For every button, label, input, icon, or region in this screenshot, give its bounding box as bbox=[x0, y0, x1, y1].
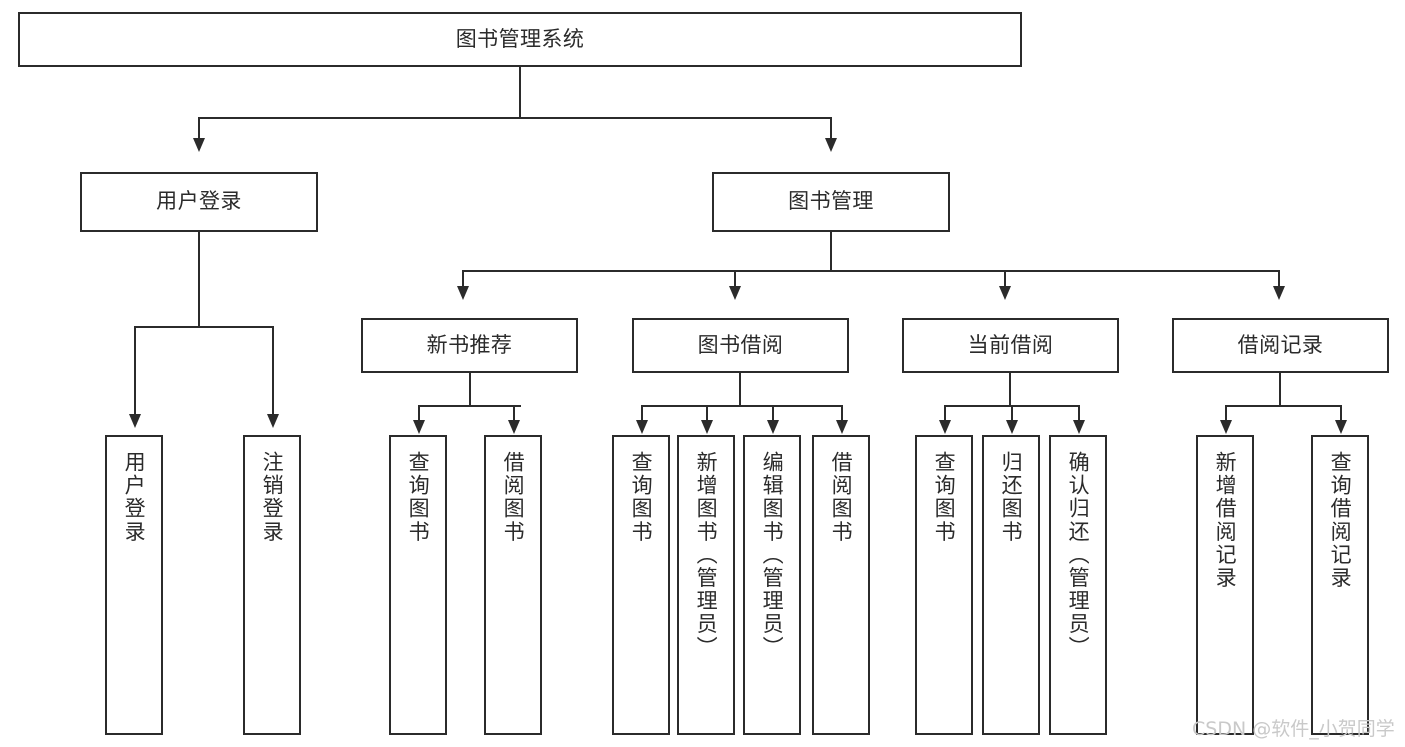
connector-borrow-record-stem bbox=[1279, 373, 1281, 407]
node-current-borrow[interactable]: 当前借阅 bbox=[902, 318, 1119, 373]
arrow-head-down-icon bbox=[939, 420, 951, 434]
node-label: 编辑图书（管理员） bbox=[760, 451, 785, 659]
arrow-head-down-icon bbox=[1335, 420, 1347, 434]
arrow-head-down-icon bbox=[508, 420, 520, 434]
leaf-current-borrow-confirm-return[interactable]: 确认归还（管理员） bbox=[1049, 435, 1107, 735]
connector-book-mgmt-stem bbox=[830, 232, 832, 272]
connector-root-bus bbox=[198, 117, 832, 119]
node-label: 注销登录 bbox=[260, 451, 285, 544]
node-borrow-record[interactable]: 借阅记录 bbox=[1172, 318, 1389, 373]
node-label: 查询图书 bbox=[406, 451, 431, 544]
node-label: 查询图书 bbox=[932, 451, 957, 544]
connector-user-login-drop-2 bbox=[272, 326, 274, 418]
node-label: 确认归还（管理员） bbox=[1066, 451, 1091, 659]
arrow-head-down-icon bbox=[1006, 420, 1018, 434]
connector-book-borrow-drop-1 bbox=[641, 405, 643, 423]
node-book-borrow[interactable]: 图书借阅 bbox=[632, 318, 849, 373]
node-label: 查询图书 bbox=[629, 451, 654, 544]
connector-current-borrow-drop-2 bbox=[1011, 405, 1013, 423]
connector-book-mgmt-drop-1 bbox=[462, 270, 464, 290]
leaf-book-borrow-query[interactable]: 查询图书 bbox=[612, 435, 670, 735]
node-label: 图书借阅 bbox=[697, 332, 784, 357]
node-user-login[interactable]: 用户登录 bbox=[80, 172, 318, 232]
leaf-borrow-record-add[interactable]: 新增借阅记录 bbox=[1196, 435, 1254, 735]
arrow-head-down-icon bbox=[825, 138, 837, 152]
connector-book-borrow-bus bbox=[641, 405, 843, 407]
connector-borrow-record-drop-1 bbox=[1225, 405, 1227, 423]
connector-book-borrow-stem bbox=[739, 373, 741, 407]
leaf-current-borrow-query[interactable]: 查询图书 bbox=[915, 435, 973, 735]
node-label: 新增借阅记录 bbox=[1213, 451, 1238, 590]
connector-book-borrow-drop-4 bbox=[841, 405, 843, 423]
node-label: 图书管理系统 bbox=[455, 26, 585, 51]
leaf-book-borrow-edit[interactable]: 编辑图书（管理员） bbox=[743, 435, 801, 735]
connector-book-mgmt-drop-2 bbox=[734, 270, 736, 290]
leaf-book-borrow-borrow[interactable]: 借阅图书 bbox=[812, 435, 870, 735]
connector-book-mgmt-bus bbox=[462, 270, 1280, 272]
node-label: 用户登录 bbox=[156, 189, 242, 214]
node-label: 新书推荐 bbox=[426, 332, 513, 357]
connector-current-borrow-stem bbox=[1009, 373, 1011, 407]
connector-user-login-bus bbox=[134, 326, 274, 328]
connector-new-book-drop-2 bbox=[513, 405, 515, 423]
arrow-head-down-icon bbox=[1073, 420, 1085, 434]
connector-user-login-stem bbox=[198, 232, 200, 328]
connector-borrow-record-drop-2 bbox=[1340, 405, 1342, 423]
leaf-borrow-record-query[interactable]: 查询借阅记录 bbox=[1311, 435, 1369, 735]
connector-user-login-drop-1 bbox=[134, 326, 136, 418]
connector-new-book-stem bbox=[469, 373, 471, 407]
leaf-new-book-borrow[interactable]: 借阅图书 bbox=[484, 435, 542, 735]
arrow-head-down-icon bbox=[999, 286, 1011, 300]
connector-book-borrow-drop-3 bbox=[772, 405, 774, 423]
connector-root-stem bbox=[519, 67, 521, 118]
connector-current-borrow-drop-1 bbox=[944, 405, 946, 423]
leaf-user-login-login[interactable]: 用户登录 bbox=[105, 435, 163, 735]
leaf-book-borrow-add[interactable]: 新增图书（管理员） bbox=[677, 435, 735, 735]
leaf-new-book-query[interactable]: 查询图书 bbox=[389, 435, 447, 735]
connector-current-borrow-drop-3 bbox=[1078, 405, 1080, 423]
arrow-head-down-icon bbox=[1220, 420, 1232, 434]
arrow-head-down-icon bbox=[701, 420, 713, 434]
arrow-head-down-icon bbox=[193, 138, 205, 152]
arrow-head-down-icon bbox=[267, 414, 279, 428]
arrow-head-down-icon bbox=[767, 420, 779, 434]
arrow-head-down-icon bbox=[729, 286, 741, 300]
arrow-head-down-icon bbox=[636, 420, 648, 434]
arrow-head-down-icon bbox=[1273, 286, 1285, 300]
node-root-book-management-system[interactable]: 图书管理系统 bbox=[18, 12, 1022, 67]
node-label: 查询借阅记录 bbox=[1328, 451, 1353, 590]
node-book-management[interactable]: 图书管理 bbox=[712, 172, 950, 232]
node-new-book-recommend[interactable]: 新书推荐 bbox=[361, 318, 578, 373]
node-label: 图书管理 bbox=[788, 189, 874, 214]
node-label: 借阅图书 bbox=[829, 451, 854, 544]
leaf-current-borrow-return[interactable]: 归还图书 bbox=[982, 435, 1040, 735]
arrow-head-down-icon bbox=[129, 414, 141, 428]
watermark-text: CSDN @软件_小贺同学 bbox=[1192, 718, 1395, 740]
node-label: 借阅图书 bbox=[501, 451, 526, 544]
arrow-head-down-icon bbox=[413, 420, 425, 434]
leaf-user-login-logout[interactable]: 注销登录 bbox=[243, 435, 301, 735]
node-label: 新增图书（管理员） bbox=[694, 451, 719, 659]
connector-borrow-record-bus bbox=[1225, 405, 1341, 407]
node-label: 归还图书 bbox=[999, 451, 1024, 544]
connector-book-mgmt-drop-3 bbox=[1004, 270, 1006, 290]
node-label: 借阅记录 bbox=[1237, 332, 1324, 357]
connector-new-book-drop-1 bbox=[418, 405, 420, 423]
arrow-head-down-icon bbox=[457, 286, 469, 300]
connector-book-borrow-drop-2 bbox=[706, 405, 708, 423]
node-label: 当前借阅 bbox=[967, 332, 1054, 357]
node-label: 用户登录 bbox=[122, 451, 147, 544]
connector-root-drop-2 bbox=[830, 117, 832, 142]
connector-root-drop-1 bbox=[198, 117, 200, 142]
connector-new-book-bus bbox=[418, 405, 521, 407]
connector-book-mgmt-drop-4 bbox=[1278, 270, 1280, 290]
arrow-head-down-icon bbox=[836, 420, 848, 434]
